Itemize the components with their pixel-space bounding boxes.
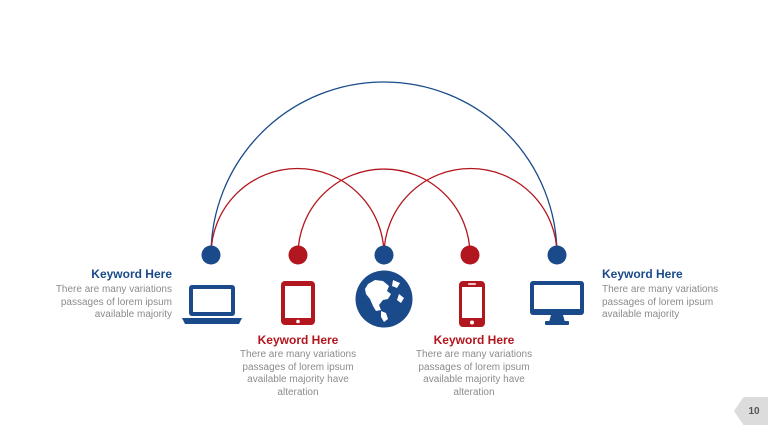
keyword-block-monitor: Keyword Here There are many variations p… — [602, 267, 752, 322]
keyword-desc: There are many variations passages of lo… — [415, 349, 533, 398]
globe-icon — [355, 270, 413, 328]
arc-laptop-to-globe — [210, 167, 385, 256]
node-dot-tablet — [288, 245, 308, 265]
keyword-block-laptop: Keyword Here There are many variations p… — [30, 267, 172, 322]
keyword-desc: There are many variations passages of lo… — [602, 284, 719, 320]
keyword-title: Keyword Here — [257, 333, 339, 347]
node-dot-globe — [374, 245, 394, 265]
arc-laptop-to-monitor — [210, 81, 558, 256]
tablet-icon — [281, 281, 315, 325]
keyword-block-phone: Keyword Here There are many variations p… — [398, 333, 550, 399]
arc-globe-to-monitor — [383, 167, 558, 256]
keyword-block-tablet: Keyword Here There are many variations p… — [222, 333, 374, 399]
keyword-title: Keyword Here — [91, 267, 172, 281]
keyword-title: Keyword Here — [433, 333, 515, 347]
keyword-desc: There are many variations passages of lo… — [55, 284, 172, 320]
keyword-desc: There are many variations passages of lo… — [239, 349, 357, 398]
node-dot-monitor — [547, 245, 567, 265]
smartphone-icon — [459, 281, 485, 327]
arc-tablet-to-phone — [297, 168, 471, 256]
node-dot-laptop — [201, 245, 221, 265]
keyword-title: Keyword Here — [602, 267, 683, 281]
monitor-icon — [530, 281, 584, 325]
laptop-icon — [182, 285, 242, 324]
page-number: 10 — [748, 405, 760, 417]
node-dot-phone — [460, 245, 480, 265]
